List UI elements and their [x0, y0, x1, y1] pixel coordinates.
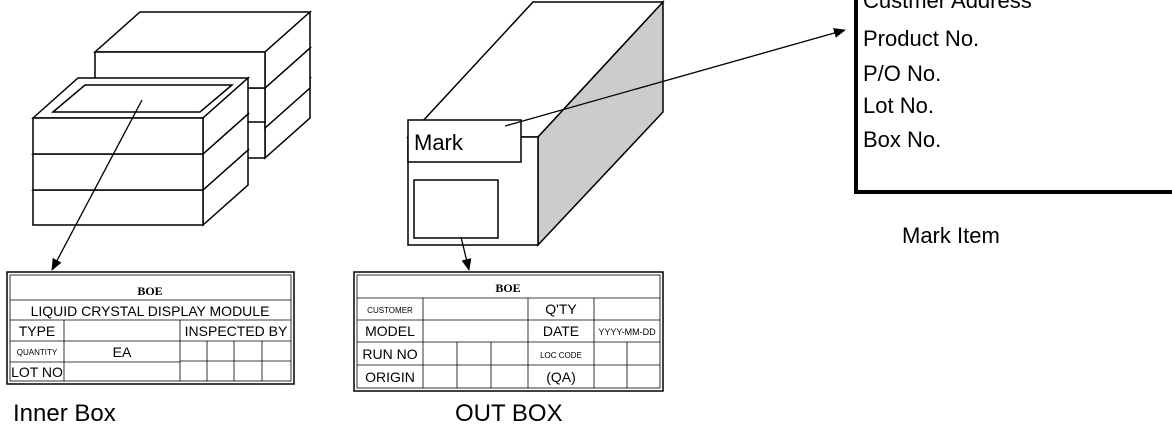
- out-box-arrow: [460, 236, 472, 271]
- mark-item-panel: Custmer Address Product No. P/O No. Lot …: [854, 0, 1172, 194]
- out-box-label-area: [413, 179, 499, 239]
- out-box-label: BOE CUSTOMER Q'TY MODEL DATE YYYY-MM-DD …: [353, 271, 664, 392]
- inner-label-ea: EA: [113, 344, 132, 360]
- front-layer-1: [31, 76, 250, 156]
- out-label-brand: BOE: [495, 281, 520, 295]
- inner-label-patch: [50, 84, 235, 113]
- out-label-model: MODEL: [365, 323, 415, 339]
- back-layer-1: [93, 10, 312, 90]
- out-label-customer: CUSTOMER: [367, 306, 413, 315]
- out-label-qa: (QA): [546, 369, 576, 385]
- mark-item-2: P/O No.: [863, 61, 941, 86]
- inner-box-label: BOE LIQUID CRYSTAL DISPLAY MODULE TYPE I…: [6, 271, 295, 385]
- out-label-date-format: YYYY-MM-DD: [598, 327, 656, 337]
- out-box: [406, 0, 665, 247]
- out-label-origin: ORIGIN: [365, 369, 415, 385]
- inner-label-lot-no: LOT NO: [11, 364, 63, 380]
- inner-label-inspected-by: INSPECTED BY: [185, 323, 288, 339]
- mark-item-1: Product No.: [863, 26, 979, 51]
- out-box-mark-label: Mark: [414, 130, 464, 155]
- inner-box-arrow: [51, 99, 143, 271]
- mark-item-4: Box No.: [863, 127, 941, 152]
- mark-item-3: Lot No.: [863, 93, 934, 118]
- out-label-qty: Q'TY: [545, 301, 577, 317]
- out-box-caption: OUT BOX: [455, 400, 563, 427]
- out-box-mark-area: [407, 119, 522, 163]
- inner-box-stack-front: [31, 76, 250, 227]
- inner-label-subtitle: LIQUID CRYSTAL DISPLAY MODULE: [31, 303, 270, 319]
- inner-label-brand: BOE: [137, 284, 162, 298]
- out-label-date: DATE: [543, 323, 579, 339]
- inner-label-type: TYPE: [19, 323, 56, 339]
- out-label-loc-code: LOC CODE: [540, 351, 582, 360]
- mark-item-0: Custmer Address: [863, 0, 1032, 13]
- mark-item-caption: Mark Item: [902, 223, 1000, 248]
- mark-item-arrow: [504, 28, 846, 127]
- inner-label-quantity: QUANTITY: [17, 348, 58, 357]
- inner-box-caption: Inner Box: [13, 400, 116, 427]
- out-label-run-no: RUN NO: [362, 346, 417, 362]
